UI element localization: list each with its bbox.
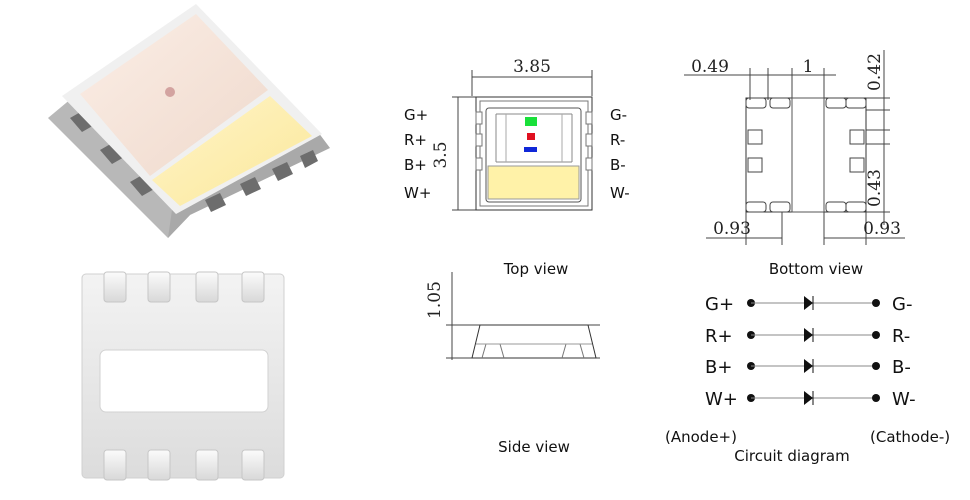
led-white-lens — [152, 96, 312, 206]
red-led-chip — [527, 133, 535, 140]
pin-label-g-minus: G- — [610, 106, 627, 124]
circuit-cathode-w: W- — [892, 389, 916, 410]
circuit-anode-g: G+ — [705, 294, 734, 315]
top-width-dim-label: 3.85 — [513, 57, 551, 77]
diode-r — [804, 328, 813, 342]
circuit-row-r: R+ R- — [705, 326, 910, 347]
bottom-view-center-pad — [791, 97, 825, 213]
dim-pad-width: 0.49 — [691, 57, 729, 77]
dim-left-edge: 0.93 — [713, 219, 751, 239]
top-view-caption: Top view — [503, 260, 569, 278]
led-bottom-center-pad — [99, 349, 269, 413]
anode-label: (Anode+) — [665, 428, 737, 446]
pin-label-b-minus: B- — [610, 156, 626, 174]
circuit-anode-w: W+ — [705, 389, 738, 410]
top-view-outline — [475, 96, 593, 211]
circuit-caption: Circuit diagram — [734, 447, 849, 465]
circuit-diagram: G+ G- R+ R- B+ B- W+ — [665, 294, 950, 465]
circuit-row-w: W+ W- — [705, 389, 916, 410]
circuit-anode-r: R+ — [705, 326, 733, 347]
dim-right-edge: 0.93 — [863, 219, 901, 239]
led-bottom-bottom-pads — [103, 449, 265, 481]
circuit-cathode-g: G- — [892, 294, 912, 315]
pin-label-w-plus: W+ — [404, 184, 431, 202]
white-led-area — [487, 165, 580, 200]
top-height-dim-label: 3.5 — [431, 141, 451, 168]
circuit-cathode-r: R- — [892, 326, 910, 347]
bottom-view-dims: 0.49 1 0.42 0.43 0.93 0.93 — [691, 53, 901, 239]
pin-label-b-plus: B+ — [404, 156, 427, 174]
pin-label-r-plus: R+ — [404, 131, 427, 149]
top-view-drawing — [452, 70, 593, 211]
circuit-anode-b: B+ — [705, 357, 732, 378]
circuit-row-b: B+ B- — [705, 357, 911, 378]
top-view-left-pins: G+ R+ B+ W+ — [404, 106, 431, 202]
circuit-cathode-b: B- — [892, 357, 911, 378]
green-led-chip — [525, 117, 537, 126]
circuit-row-g: G+ G- — [705, 294, 912, 315]
top-view-right-pins: G- R- B- W- — [610, 106, 630, 202]
pin-label-w-minus: W- — [610, 184, 630, 202]
diode-g — [804, 296, 813, 310]
pin-label-g-plus: G+ — [404, 106, 428, 124]
side-height-dim-label: 1.05 — [425, 281, 445, 319]
side-view-drawing — [446, 272, 600, 360]
led-leads — [70, 110, 318, 212]
diode-b — [804, 359, 813, 373]
top-view-cavity — [485, 107, 582, 203]
cathode-label: (Cathode-) — [870, 428, 950, 446]
blue-led-chip — [524, 147, 537, 152]
led-bottom-top-pads — [103, 271, 265, 303]
led-body-side — [48, 98, 190, 238]
pin-label-r-minus: R- — [610, 131, 625, 149]
dim-pad-gap: 0.43 — [865, 169, 885, 207]
bottom-view-caption: Bottom view — [769, 260, 863, 278]
dim-center-width: 1 — [803, 57, 814, 77]
diode-w — [804, 391, 813, 405]
side-view-caption: Side view — [498, 438, 570, 456]
bottom-view-drawing — [684, 50, 905, 245]
led-photo-perspective — [48, 4, 330, 238]
dim-pad-height: 0.42 — [865, 53, 885, 91]
top-view-inner-outline — [479, 100, 589, 207]
led-rgb-chip — [165, 87, 175, 97]
side-view-body — [471, 324, 597, 359]
led-photo-bottom — [81, 271, 285, 481]
